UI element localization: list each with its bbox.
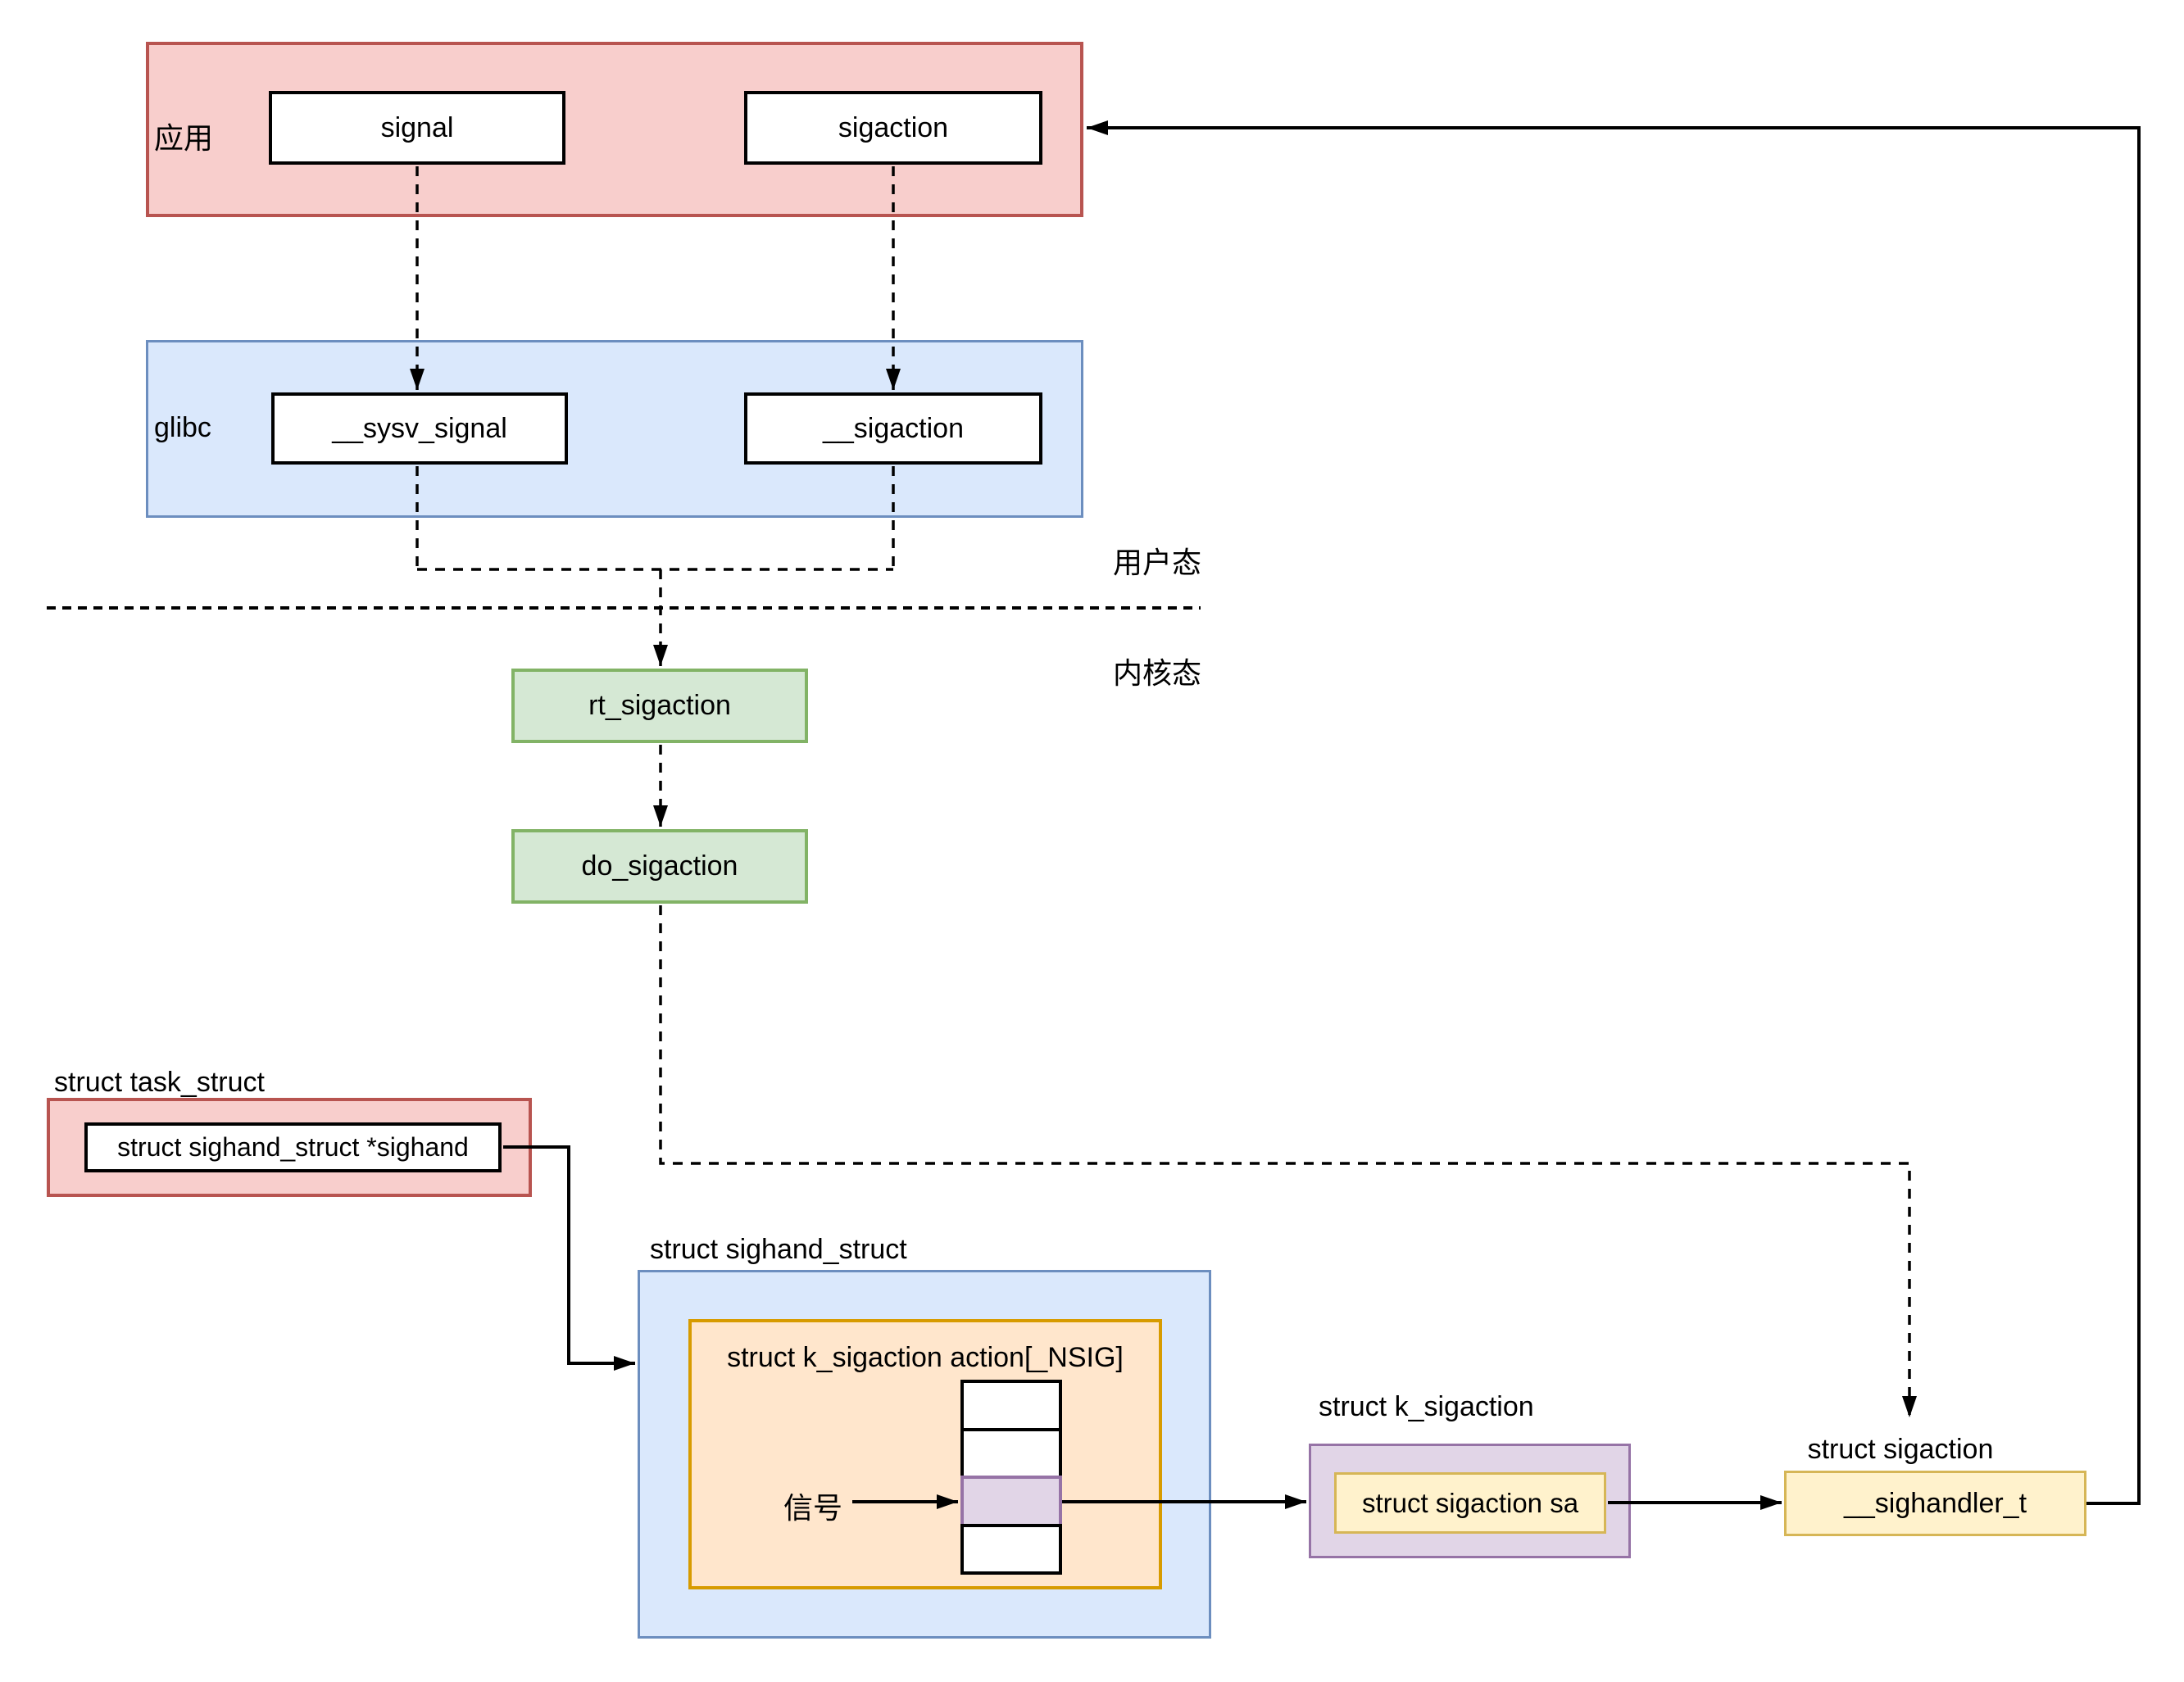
sighand-struct-title: struct sighand_struct <box>650 1234 907 1265</box>
array-cell <box>960 1427 1062 1479</box>
sigaction-struct-title: struct sigaction <box>1807 1434 1994 1465</box>
sigaction-sa-field: struct sigaction sa <box>1334 1472 1606 1534</box>
glibc-layer-label: glibc <box>154 412 211 443</box>
user-mode-label: 用户态 <box>1112 546 1201 580</box>
array-cell <box>960 1380 1062 1431</box>
arrow-handler-back-to-app <box>1087 120 2141 1505</box>
node-do-sigaction: do_sigaction <box>511 829 808 904</box>
node-sysv-signal: __sysv_signal <box>271 392 568 465</box>
node-sigaction: sigaction <box>744 91 1042 165</box>
app-layer-label: 应用 <box>154 122 214 156</box>
node-rt-sigaction: rt_sigaction <box>511 669 808 743</box>
k-sigaction-array-title: struct k_sigaction action[_NSIG] <box>727 1342 1124 1373</box>
signal-array <box>960 1380 1062 1575</box>
node-signal: signal <box>269 91 565 165</box>
array-cell-highlighted <box>960 1476 1062 1527</box>
kernel-mode-label: 内核态 <box>1112 657 1201 691</box>
signal-index-label: 信号 <box>783 1492 842 1526</box>
task-struct-title: struct task_struct <box>54 1067 265 1098</box>
array-cell <box>960 1523 1062 1575</box>
k-sigaction-title: struct k_sigaction <box>1319 1391 1534 1422</box>
node-glibc-sigaction: __sigaction <box>744 392 1042 465</box>
sighandler-t-field: __sighandler_t <box>1784 1471 2086 1536</box>
sighand-pointer-field: struct sighand_struct *sighand <box>84 1122 502 1172</box>
